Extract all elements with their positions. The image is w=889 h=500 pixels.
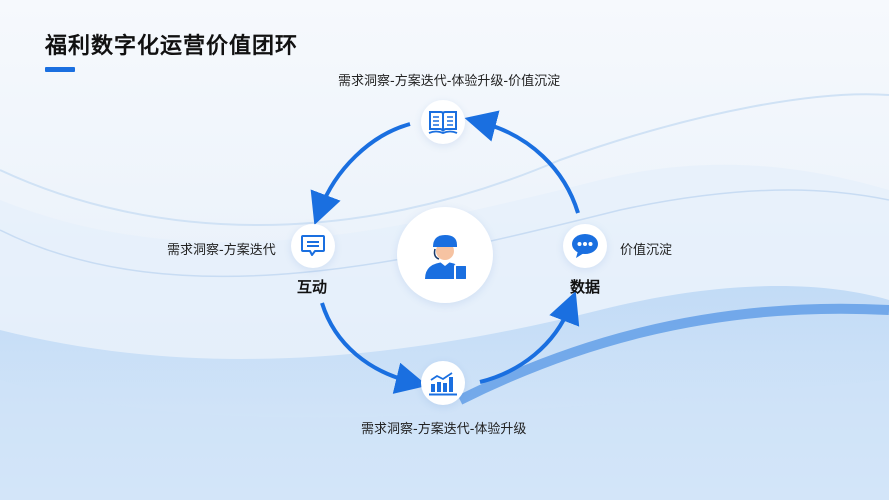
arrow-right-to-top: [464, 110, 580, 214]
top-node-label: 需求洞察-方案迭代-体验升级-价值沉淀: [338, 74, 561, 89]
right-node: [563, 224, 607, 268]
left-node-label: 需求洞察-方案迭代: [167, 243, 276, 258]
bottom-node-label: 需求洞察-方案迭代-体验升级: [361, 422, 527, 437]
right-node-name: 数据: [570, 278, 601, 296]
left-node: [291, 224, 335, 268]
page-title: 福利数字化运营价值团环: [45, 34, 299, 59]
bar-chart-icon: [429, 372, 457, 396]
chat-lines-icon: [301, 235, 325, 256]
center-node: [397, 207, 493, 303]
speech-bubble-icon: [572, 234, 598, 258]
arrow-bottom-to-right: [479, 291, 580, 384]
customer-service-person-icon: [425, 235, 468, 281]
right-node-label: 价值沉淀: [620, 243, 673, 258]
bottom-node: [421, 361, 465, 405]
top-node: [421, 100, 465, 144]
book-icon: [428, 111, 458, 134]
arrow-top-to-left: [310, 122, 411, 225]
left-node-name: 互动: [297, 278, 328, 296]
arrow-left-to-bottom: [320, 302, 428, 394]
title-underline: [45, 67, 75, 72]
